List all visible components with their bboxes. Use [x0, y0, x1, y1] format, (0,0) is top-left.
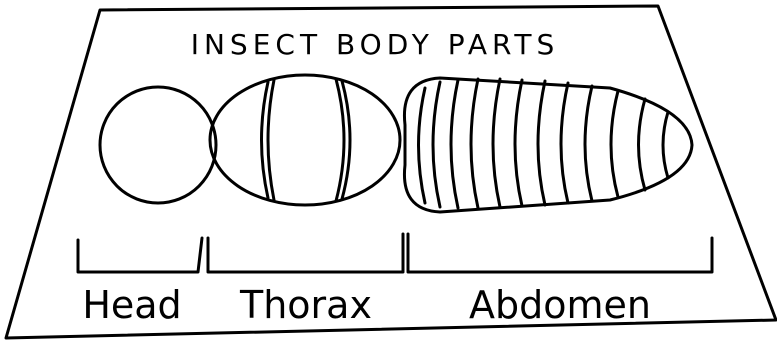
- insect-abdomen: [404, 78, 692, 212]
- insect-thorax: [210, 75, 400, 205]
- thorax-label: Thorax: [239, 283, 372, 327]
- thorax-bracket: [208, 234, 403, 272]
- diagram-title: INSECT BODY PARTS: [191, 28, 560, 61]
- head-bracket: [78, 238, 202, 272]
- head-label: Head: [82, 283, 181, 327]
- abdomen-bracket: [408, 234, 712, 272]
- insect-head: [100, 87, 216, 203]
- abdomen-label: Abdomen: [469, 283, 651, 327]
